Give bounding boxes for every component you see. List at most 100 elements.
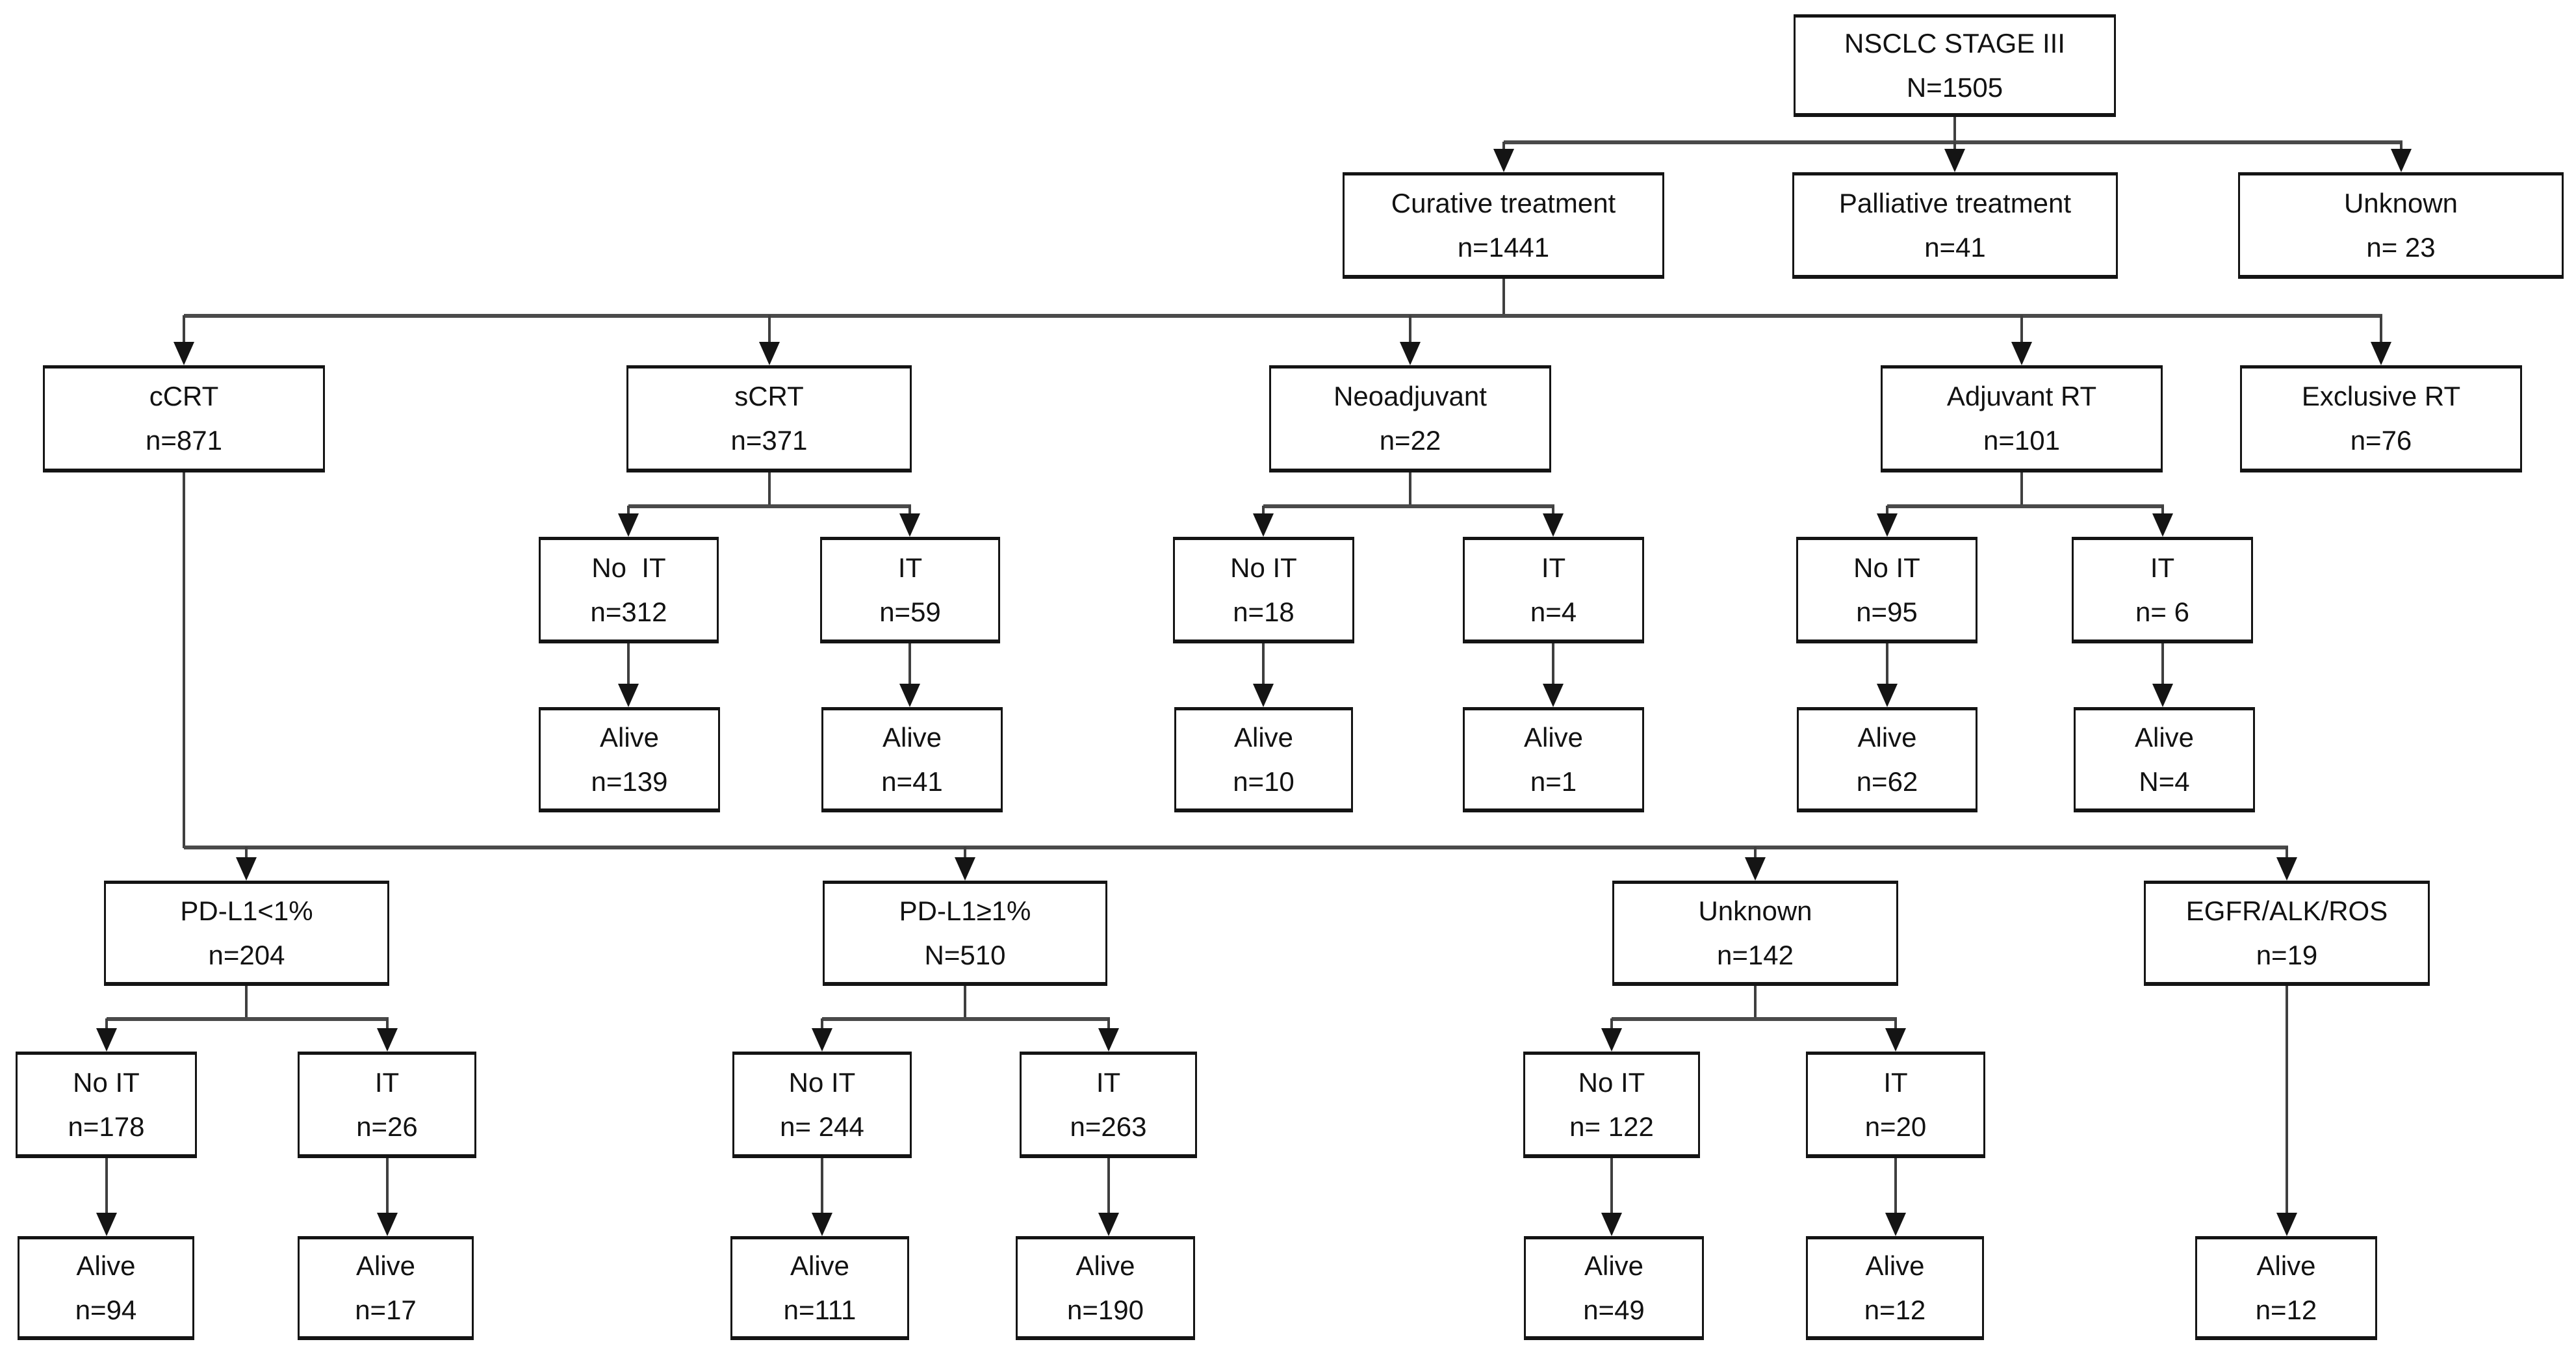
arrowhead-icon [955,857,975,881]
node-count: N=1505 [1906,71,2003,103]
arrowhead-icon [1885,1213,1906,1236]
arrowhead-icon [1098,1028,1119,1052]
node-label: Alive [790,1250,850,1281]
connector-line [1886,643,1888,690]
node-label: Unknown [2343,187,2458,218]
connector-line [2161,643,2164,690]
connector-line [908,643,911,690]
connector-line [245,986,248,1020]
node-pdl1-unk-it-alive: Alive n=12 [1806,1236,1984,1340]
node-count: n=26 [356,1111,418,1142]
node-palliative-treatment: Palliative treatment n=41 [1792,172,2118,279]
node-adjuvant-no-it-alive: Alive n=62 [1797,707,1977,812]
node-label: Exclusive RT [2301,381,2461,411]
arrowhead-icon [899,513,920,537]
node-count: n=1 [1530,766,1577,797]
connector-line [821,1018,823,1036]
connector-line [1552,506,1554,520]
connector-line [1886,506,1888,520]
node-count: n=49 [1583,1294,1645,1325]
node-pdl1-neg-no-it-alive: Alive n=94 [18,1236,194,1340]
connector-line [1409,472,1411,507]
node-neoadjuvant-no-it: No IT n=18 [1173,537,1354,643]
connector-line [105,1018,108,1036]
node-count: n= 23 [2366,231,2436,263]
node-label: Palliative treatment [1838,187,2072,218]
connector-line [386,1158,389,1219]
node-pdl1-1pct-or-more: PD-L1≥1% N=510 [823,881,1107,986]
connector-line [768,472,771,507]
connector-line [2286,847,2288,865]
node-count: n=111 [783,1294,857,1325]
node-label: Unknown [1698,895,1812,926]
arrowhead-icon [2371,342,2391,365]
node-count: N=4 [2139,766,2190,797]
node-label: No IT [1853,552,1920,583]
node-count: n=95 [1856,596,1918,627]
arrowhead-icon [1253,684,1274,707]
connector-line [183,472,185,848]
connector-line [2020,315,2023,346]
node-label: Alive [2256,1250,2316,1281]
node-count: n=18 [1233,596,1294,627]
node-count: n=371 [730,425,808,456]
arrowhead-icon [1543,513,1564,537]
node-label: IT [2150,552,2175,583]
arrowhead-icon [1885,1028,1906,1052]
connector-line [964,847,966,865]
node-count: n= 244 [780,1111,864,1142]
connector-line [768,315,771,346]
node-pdl1-pos-it-alive: Alive n=190 [1016,1236,1195,1340]
node-scrt-no-it: No IT n=312 [539,537,719,643]
arrowhead-icon [96,1028,117,1052]
arrowhead-icon [2152,684,2173,707]
arrowhead-icon [2011,342,2032,365]
node-label: Alive [1857,721,1917,753]
node-label: Alive [76,1250,136,1281]
node-label: Alive [1523,721,1584,753]
connector-line [245,847,248,865]
arrowhead-icon [377,1213,398,1236]
connector-line [107,1017,389,1021]
arrowhead-icon [1543,684,1564,707]
node-pdl1-neg-it-alive: Alive n=17 [298,1236,474,1340]
node-neoadjuvant: Neoadjuvant n=22 [1269,365,1551,472]
node-count: n=19 [2256,939,2318,970]
node-count: n= 122 [1569,1111,1654,1142]
connector-line [2286,986,2288,1217]
node-count: n=190 [1067,1294,1144,1325]
node-pdl1-neg-no-it: No IT n=178 [16,1052,197,1158]
node-label: No IT [591,552,666,583]
connector-line [105,1158,108,1219]
arrowhead-icon [1098,1213,1119,1236]
node-adjuvant-rt: Adjuvant RT n=101 [1881,365,2163,472]
arrowhead-icon [1400,342,1421,365]
node-label: Curative treatment [1391,187,1616,218]
arrowhead-icon [1601,1213,1622,1236]
node-label: NSCLC STAGE III [1844,27,2065,58]
arrowhead-icon [2152,513,2173,537]
node-label: Alive [1075,1250,1135,1281]
arrowhead-icon [96,1213,117,1236]
connector-line [1409,315,1411,346]
connector-line [1610,1018,1613,1036]
node-pdl1-unk-it: IT n=20 [1806,1052,1985,1158]
node-label: IT [1096,1066,1121,1098]
node-count: n=1441 [1457,231,1550,263]
node-neoadjuvant-it-alive: Alive n=1 [1463,707,1644,812]
node-count: n=263 [1070,1111,1147,1142]
arrowhead-icon [812,1028,832,1052]
node-label: Alive [1233,721,1294,753]
node-pdl1-pos-no-it: No IT n= 244 [732,1052,912,1158]
node-count: n=178 [68,1111,145,1142]
node-label: Alive [1865,1250,1925,1281]
node-pdl1-unk-no-it-alive: Alive n=49 [1524,1236,1704,1340]
node-label: Neoadjuvant [1333,381,1487,411]
node-count: n=94 [75,1294,137,1325]
node-label: No IT [1230,552,1297,583]
connector-line [1107,1018,1110,1036]
node-label: No IT [1578,1066,1645,1098]
arrowhead-icon [618,684,639,707]
node-count: n=76 [2350,425,2412,456]
node-count: n=22 [1379,425,1441,456]
